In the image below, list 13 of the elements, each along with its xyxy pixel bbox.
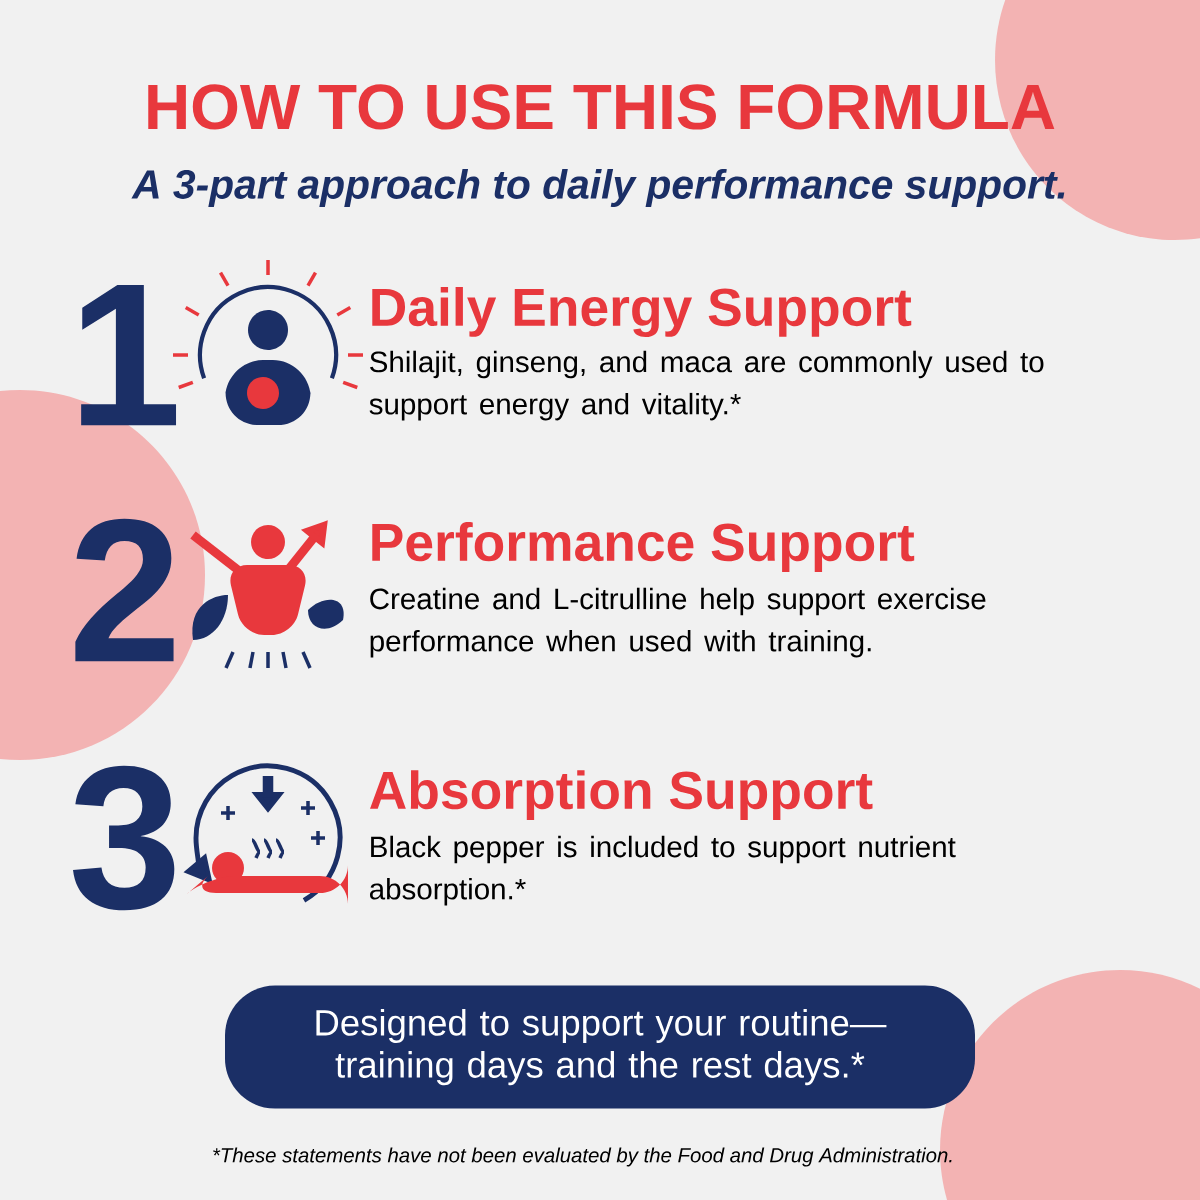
step-heading: Performance Support [372,522,915,572]
step-description: Creatine and L-citrulline help support exercise performance when used with training. [370,587,986,658]
step-number: 1 [81,284,177,426]
banner-box: Designed to support your routine— training days and the rest days.* [225,985,975,1109]
title: HOW TO USE THIS FORMULA [148,84,1055,130]
step-number: 3 [73,765,175,911]
step-description: Black pepper is included to support nutrient absorption.* [370,835,956,906]
step-number: 2 [75,518,174,662]
step-heading: Daily Energy Support [372,287,912,337]
step-heading: Absorption Support [370,770,873,820]
subtitle: A 3-part approach to daily performance support. [131,169,1065,208]
disclaimer: *These statements have not been evaluated by the Food and Drug Administration. [213,1147,952,1167]
step-description: Shilajit, ginseng, and maca are commonly used to support energy and vitality.* [369,350,1044,421]
